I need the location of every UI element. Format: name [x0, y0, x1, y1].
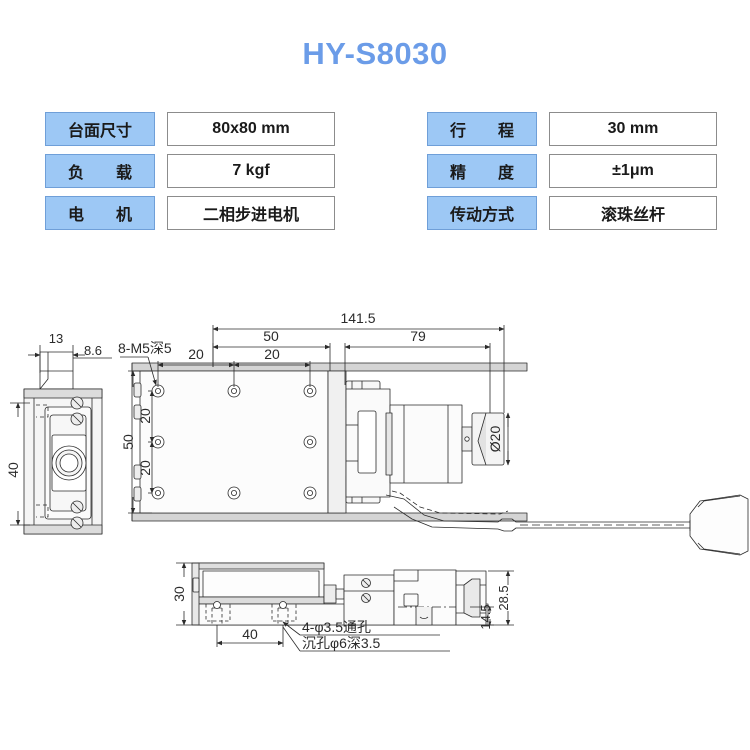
spec-gap — [335, 154, 427, 188]
svg-text:79: 79 — [410, 328, 426, 344]
note-counterbore: 沉孔φ6深3.5 — [282, 626, 450, 652]
svg-text:20: 20 — [188, 346, 204, 362]
dim-body-height: 28.5 — [488, 570, 514, 626]
dim-shaft-dia: Ø20 — [487, 412, 511, 466]
spec-gap — [335, 196, 427, 230]
svg-text:50: 50 — [120, 434, 136, 450]
dim-stage-width: 50 — [120, 370, 152, 514]
dim-hole-pitch-x: 20 20 — [157, 346, 311, 387]
svg-text:20: 20 — [137, 460, 153, 476]
spec-value-load: 7 kgf — [167, 154, 335, 188]
svg-text:30: 30 — [171, 586, 187, 602]
dim-front-height: 30 — [171, 562, 198, 626]
svg-text:40: 40 — [5, 462, 21, 478]
dim-side-height: 40 — [5, 402, 30, 526]
dim-base-height: 14.5 — [470, 604, 494, 630]
svg-text:8.6: 8.6 — [84, 343, 102, 358]
side-view — [23, 351, 103, 535]
spec-value-drive-type: 滚珠丝杆 — [549, 196, 717, 230]
dim-side-width: 13 — [28, 331, 85, 373]
svg-text:20: 20 — [264, 346, 280, 362]
svg-text:14.5: 14.5 — [478, 604, 493, 629]
dim-motor-length: 79 — [344, 328, 491, 413]
svg-text:50: 50 — [263, 328, 279, 344]
svg-text:28.5: 28.5 — [496, 585, 511, 610]
front-view — [191, 562, 489, 626]
spec-label-stroke: 行 程 — [427, 112, 537, 146]
specification-table: 台面尺寸 80x80 mm 行 程 30 mm 负 载 7 kgf 精 度 ±1… — [45, 112, 717, 230]
spec-gap — [335, 112, 427, 146]
note-text-counterbore: 沉孔φ6深3.5 — [302, 635, 381, 651]
spec-value-accuracy: ±1μm — [549, 154, 717, 188]
spec-value-stroke: 30 mm — [549, 112, 717, 146]
spec-label-accuracy: 精 度 — [427, 154, 537, 188]
dim-mount-pitch: 40 — [216, 625, 284, 647]
dim-hole-pitch-y: 20 20 — [137, 390, 155, 494]
spec-label-drive-type: 传动方式 — [427, 196, 537, 230]
top-view — [131, 362, 528, 522]
svg-text:13: 13 — [49, 331, 63, 346]
note-text-thru-hole: 4-φ3.5通孔 — [302, 619, 371, 635]
spec-label-motor: 电 机 — [45, 196, 155, 230]
svg-text:40: 40 — [242, 626, 258, 642]
cable-assembly — [385, 490, 749, 556]
spec-value-motor: 二相步进电机 — [167, 196, 335, 230]
dim-side-offset: 8.6 — [73, 343, 112, 359]
spec-value-table-size: 80x80 mm — [167, 112, 335, 146]
dim-text-shaft-dia: Ø20 — [487, 426, 503, 453]
page-title: HY-S8030 — [302, 36, 448, 71]
svg-text:141.5: 141.5 — [340, 310, 375, 326]
note-thru-hole: 4-φ3.5通孔 — [282, 619, 440, 636]
spec-label-table-size: 台面尺寸 — [45, 112, 155, 146]
note-text-thread: 8-M5深5 — [118, 340, 172, 356]
spec-label-load: 负 载 — [45, 154, 155, 188]
technical-drawing: 13 8.6 40 — [0, 295, 750, 695]
svg-text:20: 20 — [137, 408, 153, 424]
